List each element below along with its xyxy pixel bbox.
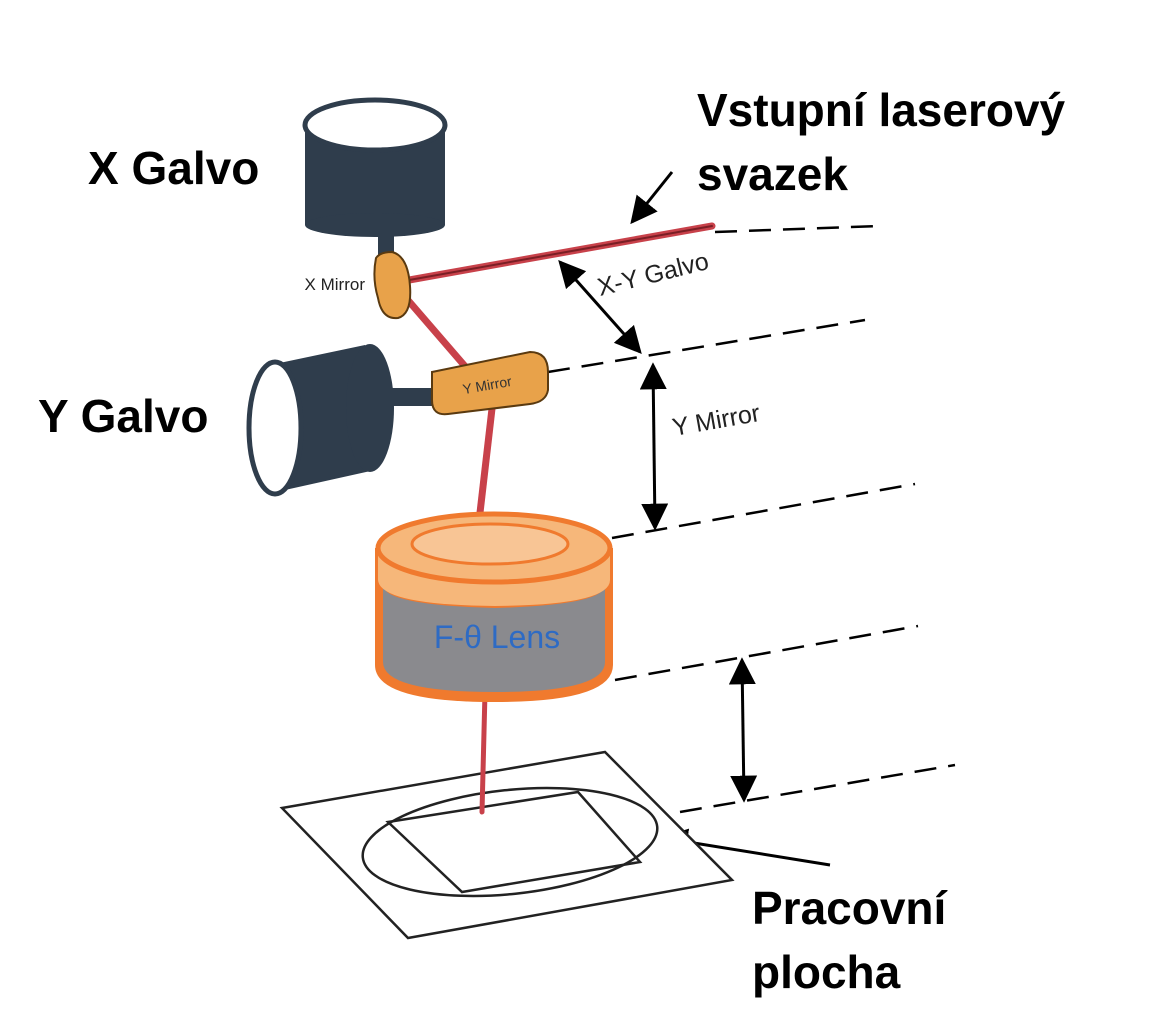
beam-lens-to-plane	[479, 689, 488, 815]
y-galvo-shaft	[385, 388, 437, 406]
y-galvo-end	[246, 359, 304, 497]
x-galvo-top	[302, 97, 448, 153]
dashed-line-y-mirror-top	[547, 318, 866, 374]
dashed-line-lens-top	[611, 482, 916, 540]
scan-field-square	[385, 790, 643, 894]
dashed-line-lens-bottom	[614, 624, 919, 682]
work-area-label-line2: plocha	[752, 946, 901, 998]
y-mirror-dimension-label: Y Mirror	[670, 399, 762, 442]
x-mirror-plate	[373, 250, 412, 320]
input-beam-label-line1: Vstupní laserový	[697, 84, 1066, 136]
dashed-line-work-plane	[679, 763, 956, 814]
dashed-reference-lines	[547, 224, 956, 814]
input-beam-label-line2: svazek	[697, 148, 848, 200]
x-galvo-motor	[302, 97, 448, 258]
y-mirror: Y Mirror	[431, 350, 549, 416]
x-mirror-label: X Mirror	[305, 275, 366, 294]
work-plane	[279, 750, 735, 940]
dimension-arrows	[558, 259, 758, 803]
work-area-label-line1: Pracovní	[752, 882, 947, 934]
lens-inner-ring	[410, 522, 570, 566]
x-galvo-label: X Galvo	[88, 142, 260, 194]
lens-body	[383, 585, 605, 692]
y-galvo-label: Y Galvo	[38, 390, 209, 442]
y-galvo-motor	[246, 344, 437, 497]
lens-label: F-θ Lens	[434, 619, 560, 655]
y-mirror-plate	[431, 350, 549, 416]
input-beam-pointer-arrow	[630, 171, 674, 225]
x-mirror: X Mirror	[305, 250, 412, 320]
x-galvo-shaft	[378, 230, 394, 258]
beam-y-to-lens	[474, 396, 497, 534]
xy-galvo-dimension-label: X-Y Galvo	[595, 247, 712, 302]
work-plane-sheet	[279, 750, 735, 940]
xy-galvo-dimension-arrow	[558, 259, 642, 355]
scan-field-ellipse	[361, 786, 659, 898]
working-distance-arrow	[728, 657, 758, 803]
y-mirror-dimension-arrow	[639, 362, 669, 531]
f-theta-lens: F-θ Lens	[375, 511, 613, 702]
dashed-line-input	[714, 224, 881, 234]
